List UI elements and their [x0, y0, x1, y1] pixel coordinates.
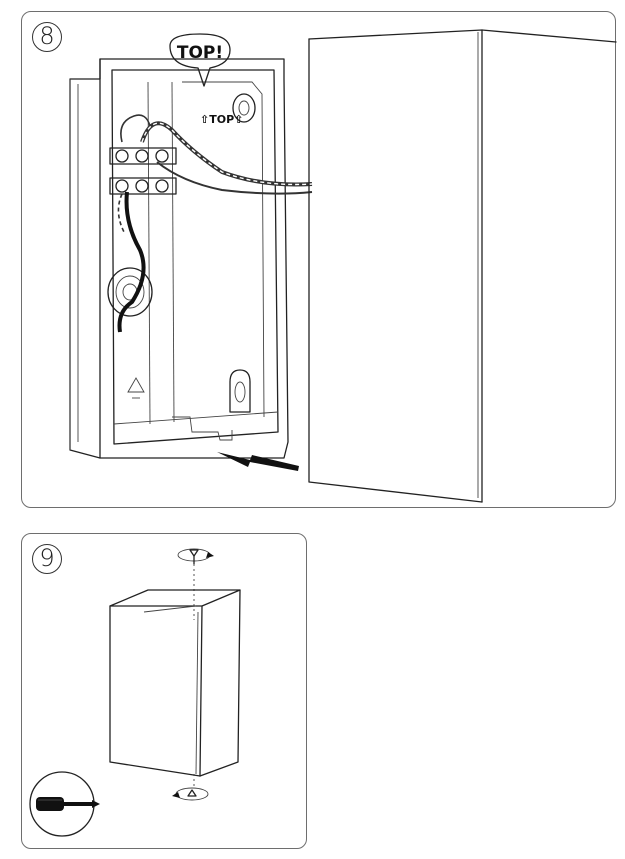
terminal-block [109, 147, 177, 195]
push-direction-arrow [217, 452, 299, 471]
top-screw-icon [177, 548, 214, 565]
screwdriver-icon [29, 771, 100, 837]
step-number-badge: 9 [32, 544, 62, 574]
step-9-panel: 9 [21, 533, 307, 849]
top-callout-text: TOP! [177, 43, 223, 63]
top-callout-bubble: TOP! [169, 33, 231, 87]
top-marking-label: ⇧TOP⇧ [200, 113, 243, 126]
mains-cable [117, 114, 313, 333]
step-9-illustration [29, 548, 241, 837]
bottom-screw-icon [172, 787, 209, 801]
mounting-box [69, 58, 289, 459]
lamp-housing [308, 29, 617, 503]
lamp-body [109, 589, 241, 777]
step-8-illustration: TOP! ⇧TOP⇧ [69, 29, 617, 503]
step-number-badge: 8 [32, 22, 62, 52]
step-8-panel: 8 [21, 11, 617, 508]
